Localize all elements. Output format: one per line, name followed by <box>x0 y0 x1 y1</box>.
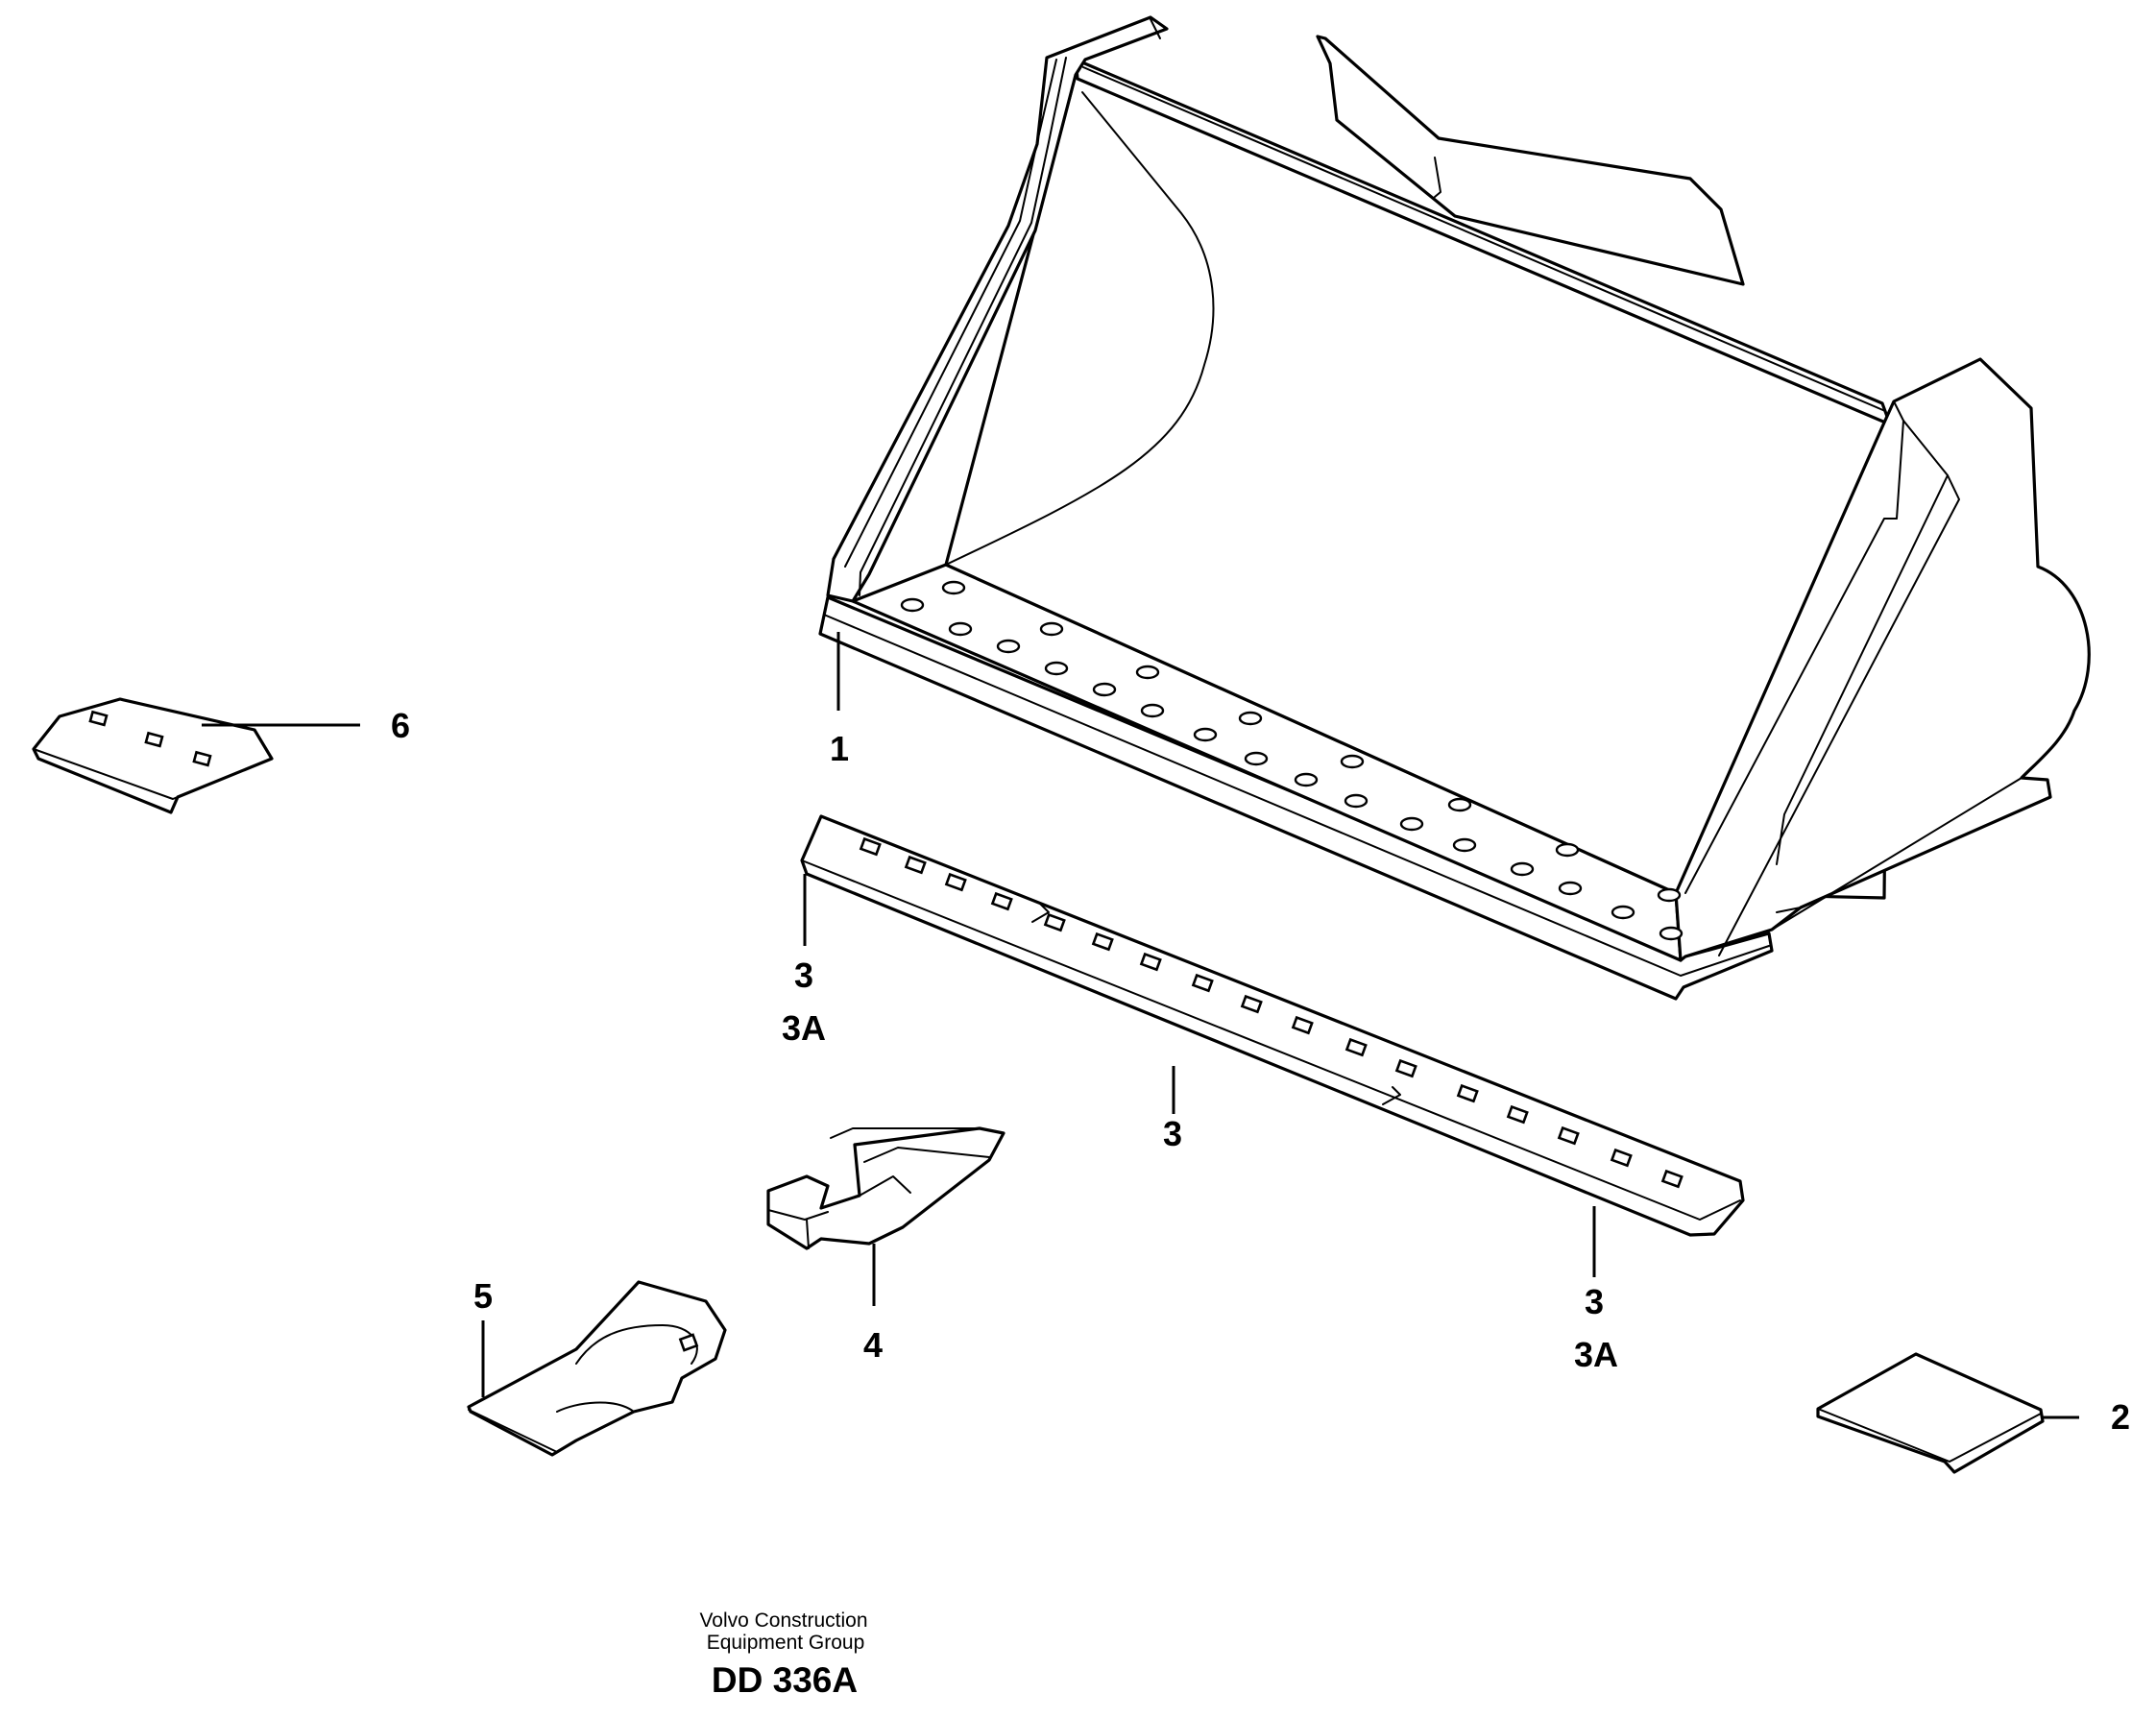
cutting-edge-drawing <box>800 814 1745 1237</box>
wear-plate-drawing <box>1816 1352 2045 1474</box>
callout-tooth-adapter: 4 <box>863 1325 883 1365</box>
callout-cutting-edge-right: 3 <box>1585 1282 1604 1321</box>
bucket-drawing <box>818 15 2091 1001</box>
segment-drawing <box>32 697 274 814</box>
callout-cutting-edge-middle: 3 <box>1163 1114 1182 1153</box>
cutting-edge-bolt-squares <box>859 836 1684 1189</box>
tooth-drawing <box>467 1280 727 1457</box>
tooth-adapter-drawing <box>766 1126 1005 1250</box>
callout-bucket: 1 <box>830 729 849 768</box>
bolt-holes <box>900 580 1684 941</box>
leader-lines <box>202 632 2079 1419</box>
footer-company-line2: Equipment Group <box>707 1632 865 1654</box>
footer-company-line1: Volvo Construction <box>699 1609 867 1632</box>
callout-cutting-edge-left: 3 <box>794 956 813 995</box>
footer-drawing-id: DD 336A <box>712 1660 858 1700</box>
callout-cutting-edge-right-alt: 3A <box>1574 1335 1618 1374</box>
callout-cutting-edge-left-alt: 3A <box>782 1008 826 1048</box>
callout-segment: 6 <box>391 706 410 745</box>
callout-tooth: 5 <box>473 1276 493 1316</box>
callout-wear-plate: 2 <box>2111 1397 2130 1437</box>
